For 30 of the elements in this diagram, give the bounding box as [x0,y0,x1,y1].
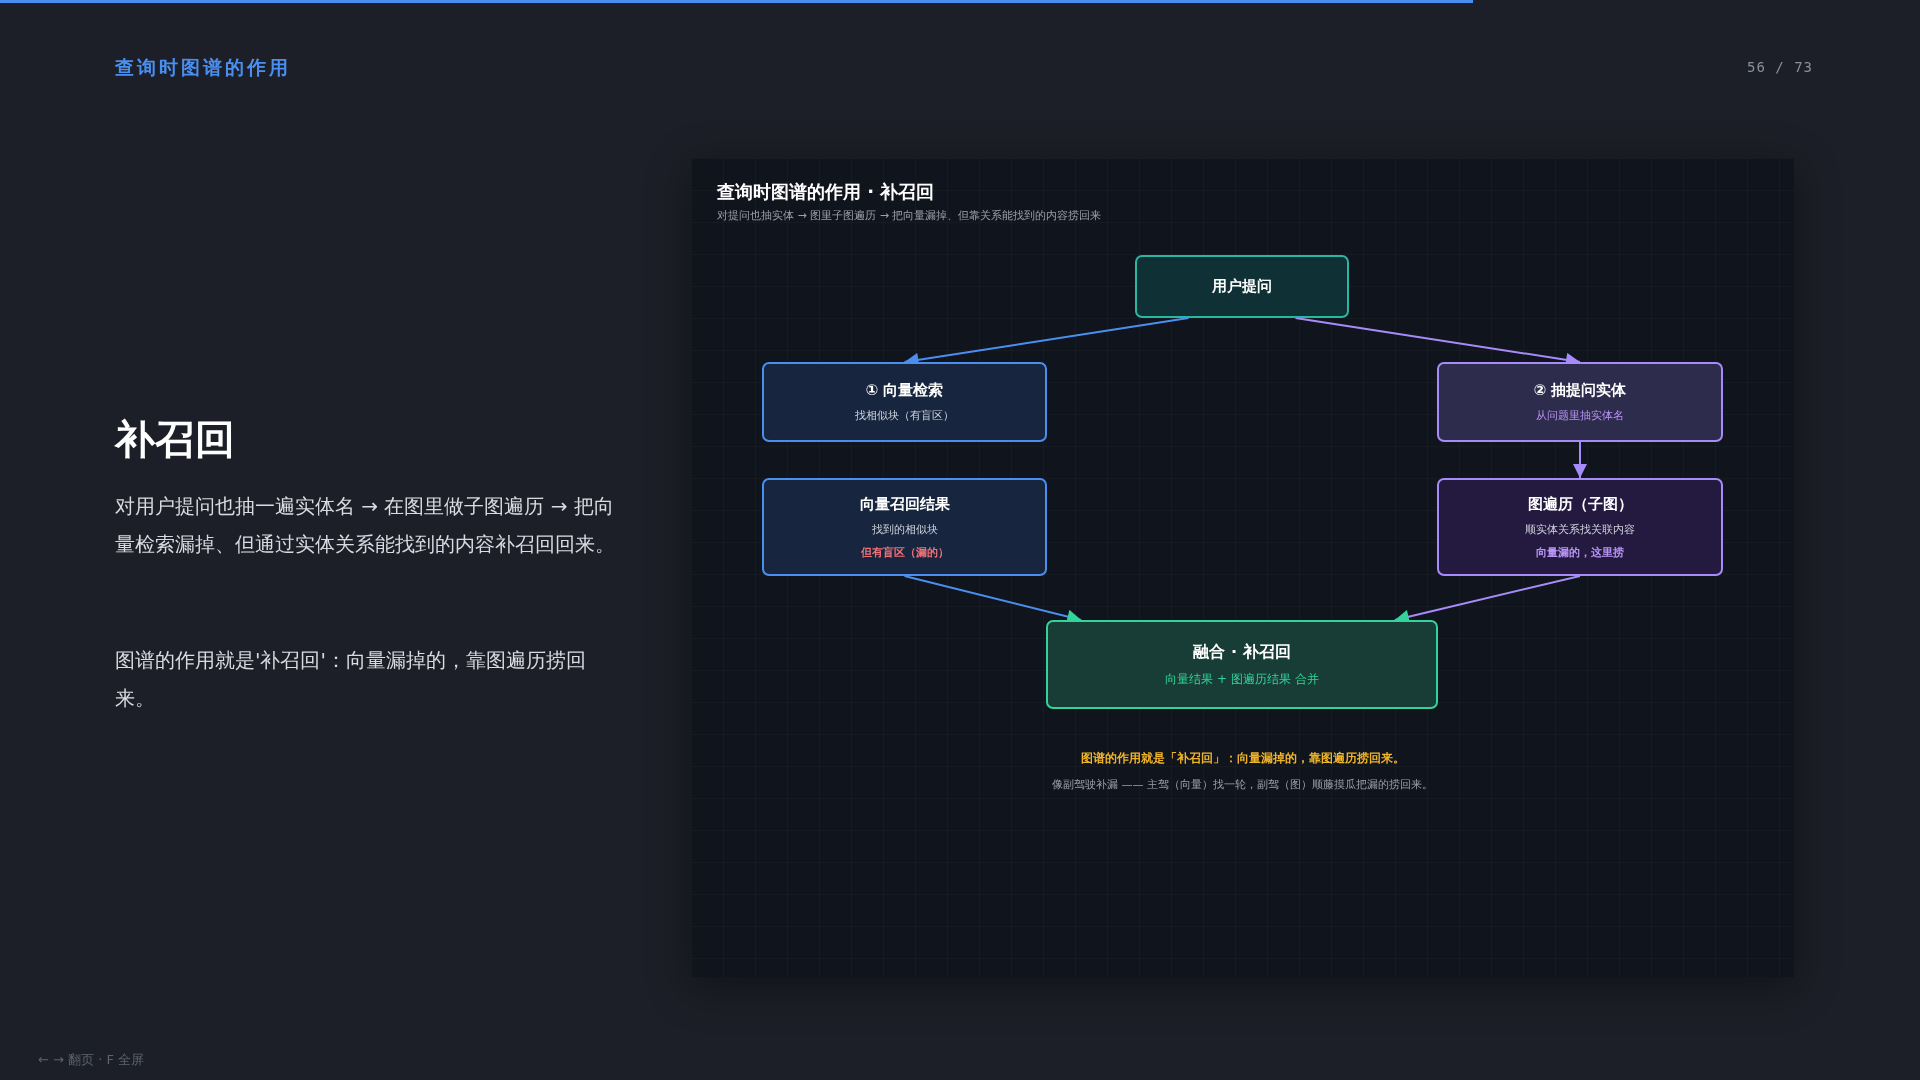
panel-heading: 查询时图谱的作用 · 补召回 [717,180,935,204]
question-box [1135,255,1349,318]
body-paragraph: 图谱的作用就是'补召回'：向量漏掉的，靠图遍历捞回来。 [115,647,587,712]
process-box [1437,478,1723,576]
arrow [1573,441,1587,479]
page-number: 56 / 73 [1746,59,1813,75]
keyboard-hint: ← → 翻页 · F 全屏 [38,1051,145,1069]
node-text: 找到的相似块 [871,521,938,537]
node-text: 找相似块（有盲区） [855,408,954,423]
process-box [762,362,1047,442]
node-title: ② 抽提问实体 [1533,381,1627,400]
node-title: ① 向量检索 [865,381,944,400]
node-text: 顺实体关系找关联内容 [1525,521,1635,537]
node-text: 从问题里抽实体名 [1536,408,1624,423]
node-text: 但有盲区（漏的） [860,544,949,560]
section-heading: 补召回 [115,415,235,464]
node-text: 向量漏的，这里捞 [1536,544,1624,560]
highlight-note: 图谱的作用就是「补召回」：向量漏掉的，靠图遍历捞回来。 [1079,750,1406,767]
footnote: 像副驾驶补漏 —— 主驾（向量）找一轮，副驾（图）顺藤摸瓜把漏的捞回来。 [1051,777,1434,792]
diagram-subtitle: 对提问也抽实体 → 图里子图遍历 → 把向量漏掉、但靠关系能找到的内容捞回来 [717,208,1102,223]
body-paragraph: 对用户提问也抽一遍实体名 → 在图里做子图遍历 → 把向量检索漏掉、但通过实体关系能找到的内容补召回回来。 [115,493,615,558]
node-title: 图遍历（子图） [1527,494,1633,514]
node-title: 向量召回结果 [859,494,950,514]
merge-box [1046,620,1438,709]
result-box [762,478,1047,576]
process-box [1437,362,1723,442]
page-title: 查询时图谱的作用 [115,55,291,80]
node-text: 向量结果 + 图遍历结果 合并 [1165,670,1319,688]
node-title: 用户提问 [1212,277,1272,296]
node-title: 融合 · 补召回 [1193,641,1291,663]
